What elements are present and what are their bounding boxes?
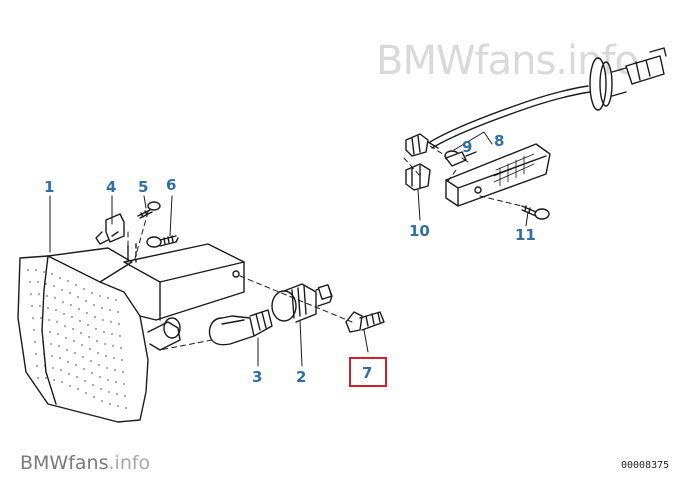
drawing-number: 00008375 [621,460,670,471]
small-bulb-part [444,150,477,167]
callout-6: 6 [166,176,177,194]
callout-7: 7 [362,364,373,382]
rivet-part [345,311,385,333]
bulb-part [208,309,273,346]
callout-3: 3 [252,368,263,386]
callout-10: 10 [409,222,430,240]
screw-part-6 [146,235,179,248]
lamp-housing-part [17,243,245,423]
callout-5: 5 [138,178,149,196]
callout-2: 2 [296,368,307,386]
screw-part-11 [521,205,550,220]
watermark-brand: BMWfans [20,452,109,474]
clip-part [95,213,125,245]
leader-lines [49,131,529,367]
highlight-box-callout-7 [349,357,387,387]
callout-1: 1 [44,178,55,196]
wiring-harness-part [405,47,667,207]
watermark-bottom: BMWfans.info [20,452,150,474]
alignment-lines [127,145,523,351]
bulb-socket-part [271,283,333,323]
watermark-tld: .info [108,452,151,474]
screw-part-5 [137,201,161,219]
callout-4: 4 [106,178,117,196]
callout-8: 8 [494,132,505,150]
callout-9: 9 [462,138,473,156]
callout-11: 11 [515,226,536,244]
repeater-socket-part [405,163,431,191]
